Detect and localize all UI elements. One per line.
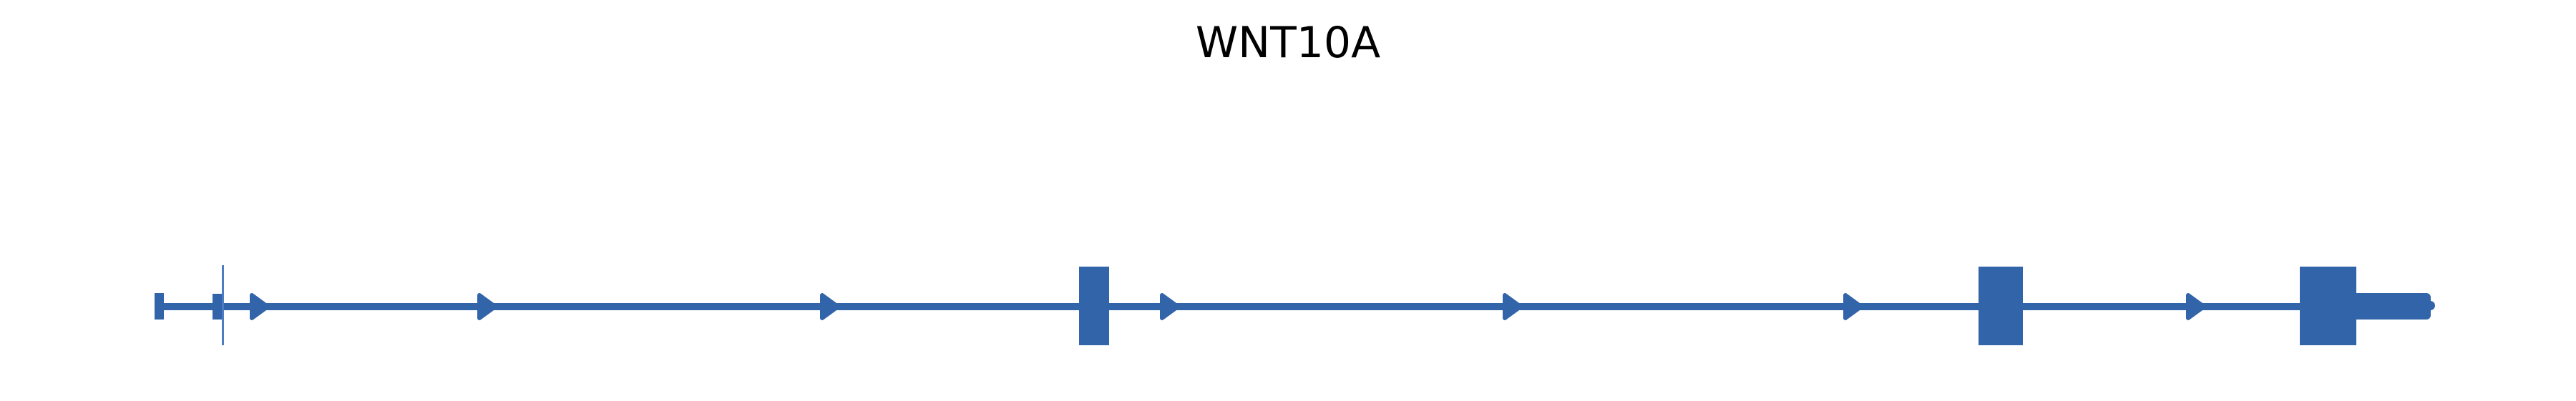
gene-title: WNT10A [1195,18,1381,68]
line-end-cap [2426,301,2435,310]
direction-arrow-icon [820,293,840,320]
boundary-tick [222,265,224,345]
exon-block [1979,267,2023,345]
small-exon-block [213,294,224,320]
direction-arrow-icon [2186,293,2206,320]
direction-arrow-icon [1843,293,1863,320]
direction-arrow-icon [1503,293,1523,320]
small-exon-block [155,293,164,320]
direction-arrow-icon [477,293,497,320]
utr-block [2356,293,2431,320]
direction-arrow-icon [1160,293,1180,320]
exon-block [2300,267,2356,345]
direction-arrow-icon [250,293,270,320]
intron-line [157,303,2431,310]
exon-block [1079,267,1109,345]
